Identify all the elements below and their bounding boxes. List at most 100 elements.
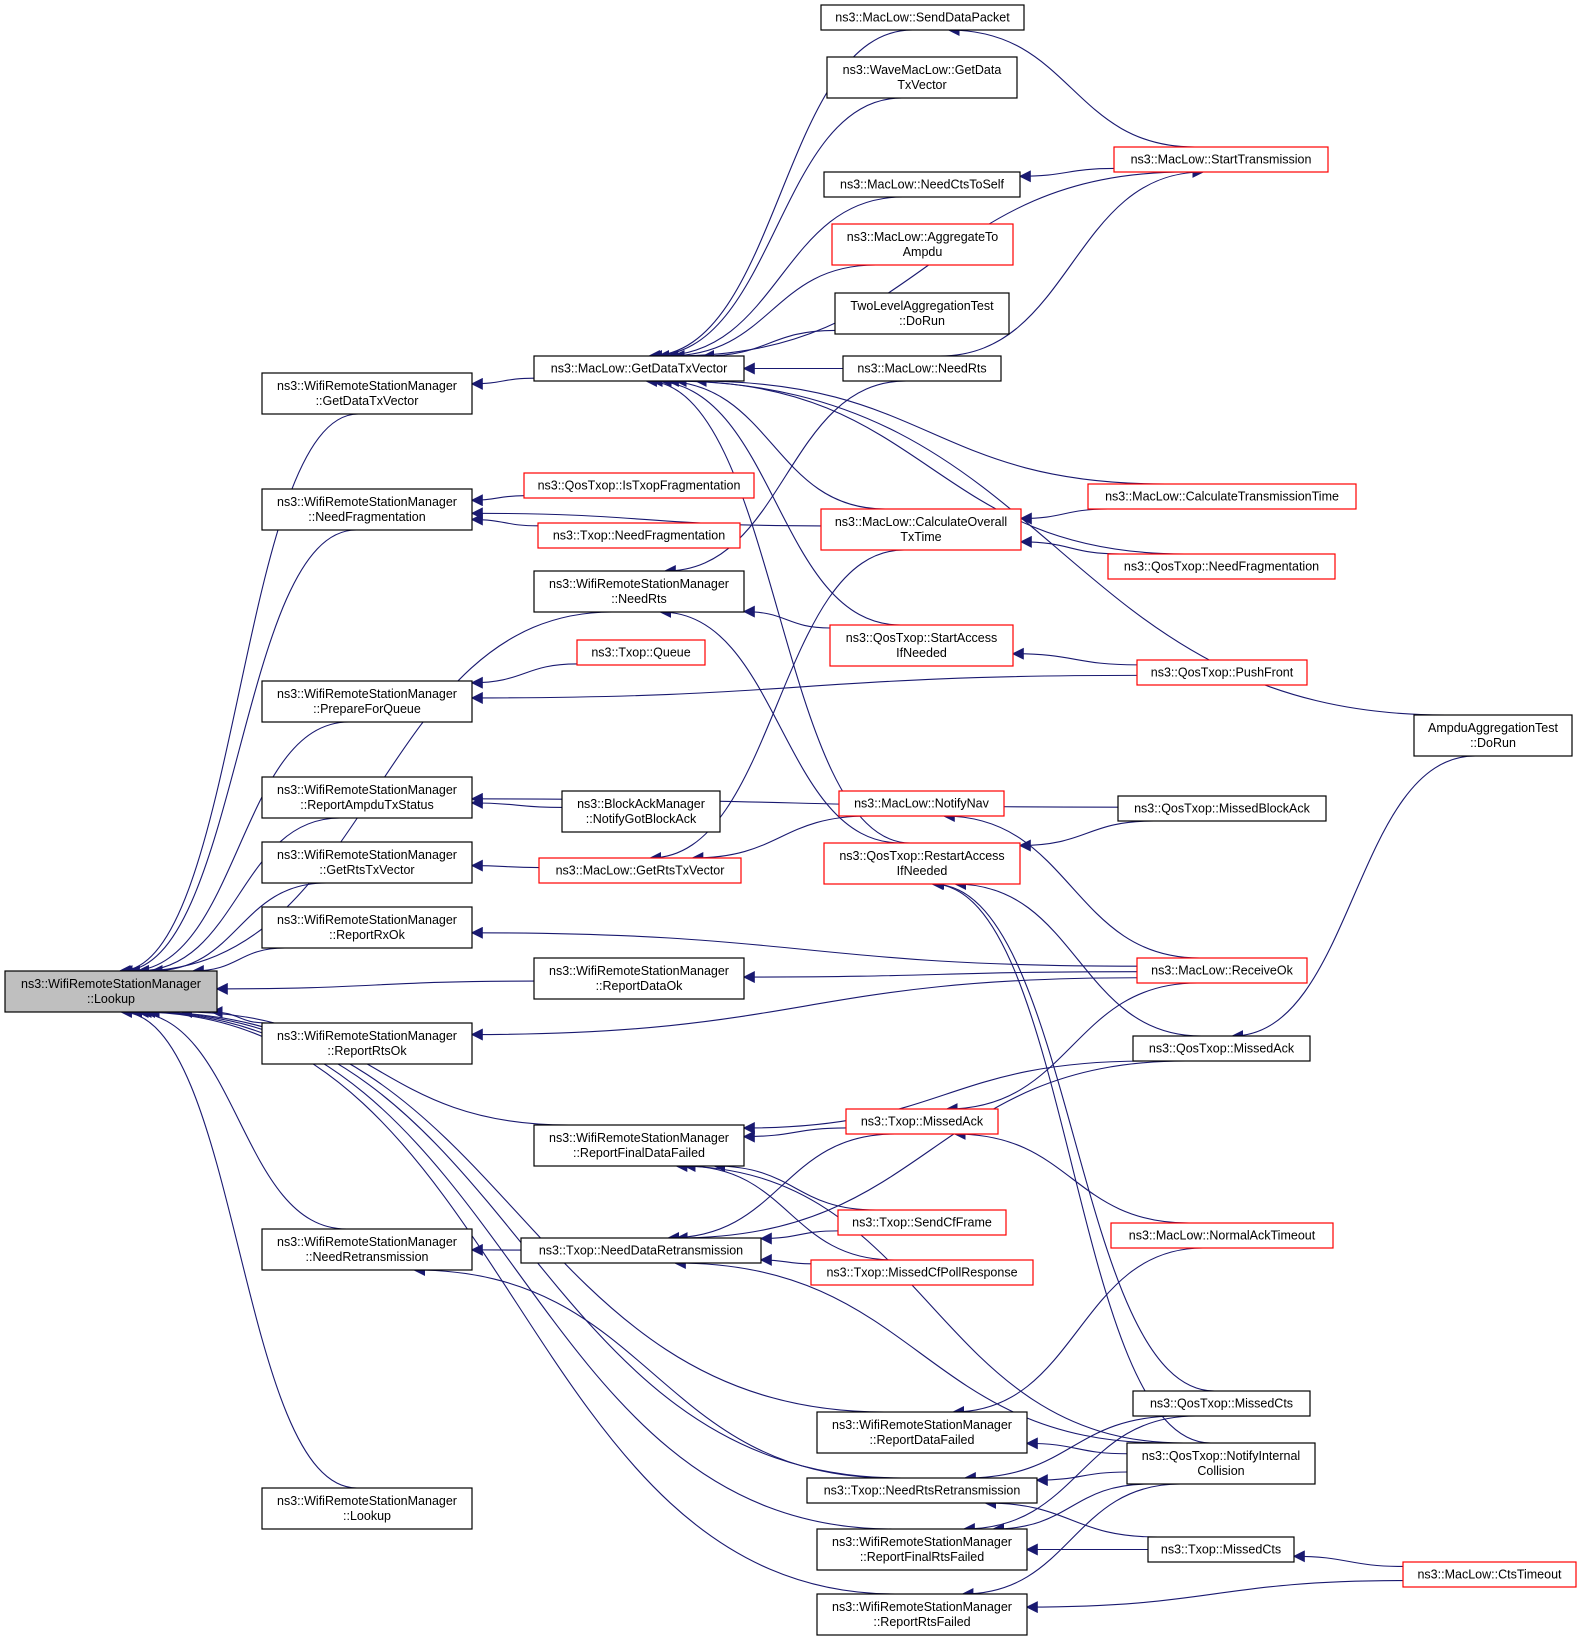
node-box (1132, 1035, 1311, 1062)
node-qostxop-missedblockack[interactable]: ns3::QosTxop::MissedBlockAck (1117, 795, 1327, 822)
node-txop-needfrag[interactable]: ns3::Txop::NeedFragmentation (537, 522, 741, 549)
node-twolevel-dorun[interactable]: TwoLevelAggregationTest::DoRun (834, 292, 1010, 335)
node-reportdatafailed-wrsm[interactable]: ns3::WifiRemoteStationManager::ReportDat… (816, 1411, 1028, 1454)
node-box (837, 1209, 1007, 1236)
call-edge (962, 1415, 1196, 1535)
node-ampdu-dorun[interactable]: AmpduAggregationTest::DoRun (1413, 714, 1573, 757)
call-edge (691, 815, 869, 864)
node-box (533, 957, 745, 1000)
call-edge (673, 1257, 1166, 1444)
node-label: ::Lookup (87, 992, 135, 1006)
node-maclow-senddata[interactable]: ns3::MacLow::SendDataPacket (820, 4, 1025, 31)
call-edge (470, 926, 1138, 967)
call-edge (702, 329, 836, 362)
node-reportfinaldata-wrsm[interactable]: ns3::WifiRemoteStationManager::ReportFin… (533, 1124, 745, 1167)
node-maclow-ctstimeout[interactable]: ns3::MacLow::CtsTimeout (1402, 1561, 1577, 1588)
node-reportrxok-wrsm[interactable]: ns3::WifiRemoteStationManager::ReportRxO… (261, 906, 473, 949)
node-box (842, 355, 1002, 382)
call-edge (191, 947, 286, 977)
node-needretrans-wrsm[interactable]: ns3::WifiRemoteStationManager::NeedRetra… (261, 1228, 473, 1271)
node-label: ns3::Txop::NeedDataRetransmission (539, 1244, 743, 1258)
call-edge (130, 1006, 347, 1230)
node-box (261, 680, 473, 723)
node-maclow-needrts[interactable]: ns3::MacLow::NeedRts (842, 355, 1002, 382)
node-label: ::PrepareForQueue (313, 702, 421, 716)
node-label: ::NeedRetransmission (306, 1250, 429, 1264)
call-edge (650, 375, 901, 626)
node-box (1136, 957, 1308, 984)
node-wave-getdata[interactable]: ns3::WaveMacLow::GetDataTxVector (826, 56, 1018, 99)
node-box (261, 906, 473, 949)
call-edge (674, 375, 1185, 555)
node-qostxop-needfrag[interactable]: ns3::QosTxop::NeedFragmentation (1107, 553, 1336, 580)
node-blockack-notify[interactable]: ns3::BlockAckManager::NotifyGotBlockAck (561, 790, 721, 833)
node-lookup-main[interactable]: ns3::WifiRemoteStationManager::Lookup (4, 970, 218, 1013)
node-qostxop-missedack[interactable]: ns3::QosTxop::MissedAck (1132, 1035, 1311, 1062)
node-box (537, 522, 741, 549)
node-label: TxVector (897, 78, 946, 92)
node-txop-missedack[interactable]: ns3::Txop::MissedAck (845, 1108, 999, 1135)
node-label: IfNeeded (897, 864, 948, 878)
node-label: ns3::WifiRemoteStationManager (549, 964, 729, 978)
node-getrts-wrsm[interactable]: ns3::WifiRemoteStationManager::GetRtsTxV… (261, 841, 473, 884)
node-qostxop-pushfront[interactable]: ns3::QosTxop::PushFront (1136, 659, 1308, 686)
node-reportampdu-wrsm[interactable]: ns3::WifiRemoteStationManager::ReportAmp… (261, 776, 473, 819)
node-box (576, 639, 706, 666)
node-box (816, 1411, 1028, 1454)
node-getdatatx-wrsm[interactable]: ns3::WifiRemoteStationManager::GetDataTx… (261, 372, 473, 415)
node-label: ::NeedFragmentation (308, 510, 425, 524)
node-label: ns3::WifiRemoteStationManager (21, 977, 201, 991)
node-qostxop-missedcts[interactable]: ns3::QosTxop::MissedCts (1132, 1390, 1311, 1417)
call-edge (759, 1230, 839, 1245)
node-lookup2[interactable]: ns3::WifiRemoteStationManager::Lookup (261, 1487, 473, 1530)
node-txop-missedcfpoll[interactable]: ns3::Txop::MissedCfPollResponse (810, 1259, 1034, 1286)
node-needfrag-wrsm[interactable]: ns3::WifiRemoteStationManager::NeedFragm… (261, 488, 473, 531)
call-edge (963, 1415, 1179, 1484)
node-box (1413, 714, 1573, 757)
call-edge (1025, 1437, 1128, 1455)
node-label: ::NotifyGotBlockAck (586, 812, 697, 826)
call-edge (139, 1006, 893, 1530)
node-maclow-receiveok[interactable]: ns3::MacLow::ReceiveOk (1136, 957, 1308, 984)
node-maclow-getrts[interactable]: ns3::MacLow::GetRtsTxVector (538, 857, 742, 884)
node-maclow-notifynav[interactable]: ns3::MacLow::NotifyNav (838, 790, 1005, 817)
node-reportrtsfailed-wrsm[interactable]: ns3::WifiRemoteStationManager::ReportRts… (816, 1593, 1028, 1636)
node-reportrtsok-wrsm[interactable]: ns3::WifiRemoteStationManager::ReportRts… (261, 1022, 473, 1065)
node-qostxop-istxopfrag[interactable]: ns3::QosTxop::IsTxopFragmentation (523, 472, 755, 499)
node-label: ::DoRun (899, 314, 945, 328)
call-edge (470, 377, 535, 390)
node-txop-needrtsretrans[interactable]: ns3::Txop::NeedRtsRetransmission (806, 1477, 1038, 1504)
node-txop-missedcts[interactable]: ns3::Txop::MissedCts (1147, 1536, 1295, 1563)
node-reportfinalrts-wrsm[interactable]: ns3::WifiRemoteStationManager::ReportFin… (816, 1528, 1028, 1571)
call-edge (470, 494, 525, 507)
node-prepare-wrsm[interactable]: ns3::WifiRemoteStationManager::PrepareFo… (261, 680, 473, 723)
node-needrts-wrsm[interactable]: ns3::WifiRemoteStationManager::NeedRts (533, 570, 745, 613)
node-maclow-starttrans[interactable]: ns3::MacLow::StartTransmission (1113, 146, 1329, 173)
node-label: ns3::WifiRemoteStationManager (277, 783, 457, 797)
call-edge (136, 1006, 896, 1595)
node-box (1132, 1390, 1311, 1417)
node-maclow-needcts[interactable]: ns3::MacLow::NeedCtsToSelf (823, 171, 1021, 198)
node-txop-queue[interactable]: ns3::Txop::Queue (576, 639, 706, 666)
node-maclow-calctrans[interactable]: ns3::MacLow::CalculateTransmissionTime (1087, 483, 1357, 510)
node-box (533, 1124, 745, 1167)
node-box (820, 508, 1022, 551)
node-label: ns3::Txop::MissedCfPollResponse (826, 1266, 1017, 1280)
call-edge (470, 796, 563, 809)
node-maclow-normalack[interactable]: ns3::MacLow::NormalAckTimeout (1110, 1222, 1334, 1249)
node-layer: ns3::WifiRemoteStationManager::Lookupns3… (4, 4, 1577, 1636)
node-txop-sendcf[interactable]: ns3::Txop::SendCfFrame (837, 1209, 1007, 1236)
node-reportdataok-wrsm[interactable]: ns3::WifiRemoteStationManager::ReportDat… (533, 957, 745, 1000)
node-label: ns3::MacLow::NeedRts (857, 362, 986, 376)
node-maclow-getdatatx[interactable]: ns3::MacLow::GetDataTxVector (533, 355, 745, 382)
node-label: ns3::QosTxop::MissedCts (1150, 1397, 1293, 1411)
node-label: ns3::WifiRemoteStationManager (277, 913, 457, 927)
node-txop-needdataretrans[interactable]: ns3::Txop::NeedDataRetransmission (520, 1237, 762, 1264)
call-edge (1019, 508, 1108, 525)
call-edge (961, 1483, 1181, 1600)
